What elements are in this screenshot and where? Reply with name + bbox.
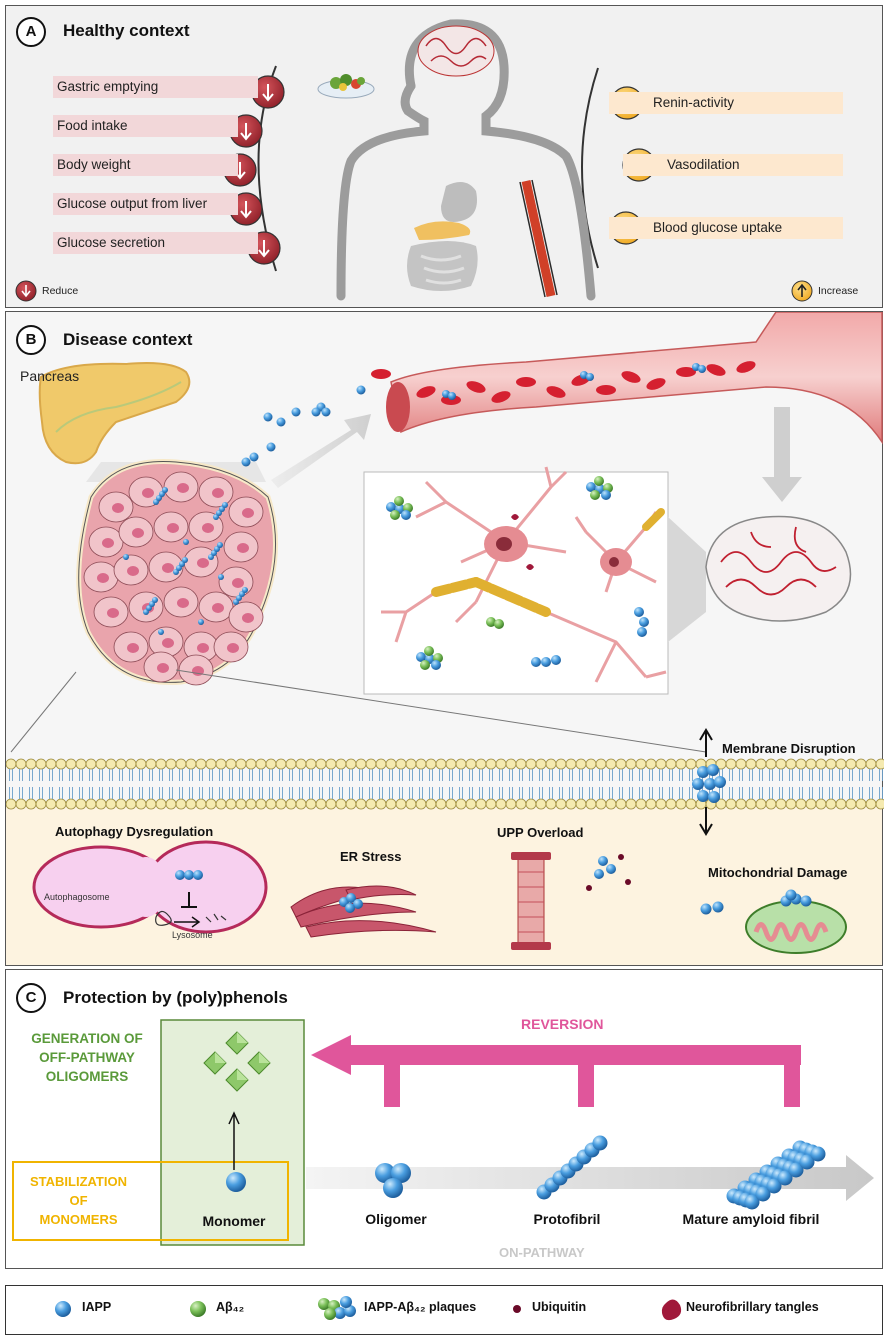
disease-illustration — [6, 312, 884, 965]
legend-icons — [55, 1296, 682, 1321]
effect-body-weight: Body weight — [53, 154, 238, 176]
effect-gastric-emptying: Gastric emptying — [53, 76, 258, 98]
iapp-icon — [55, 1301, 71, 1317]
legend-iapp-label: IAPP — [82, 1300, 112, 1314]
effect-glucose-output-liver: Glucose output from liver — [53, 193, 238, 215]
reduce-arrow-icon — [229, 114, 263, 148]
autophagosome-label: Autophagosome — [44, 892, 110, 902]
off-pathway-line-1: GENERATION OF — [31, 1031, 143, 1046]
protection-illustration — [12, 1019, 874, 1246]
stabilization-line-1: STABILIZATION — [29, 1174, 127, 1189]
off-pathway-oligomer-icons — [203, 1031, 271, 1092]
legend-reduce-label: Reduce — [42, 285, 79, 297]
stabilization-line-2: OF — [69, 1193, 88, 1208]
stabilization-box — [12, 1161, 289, 1241]
mitochondrion-illustration — [745, 900, 847, 954]
panel-letter-c: C — [16, 983, 46, 1013]
upp-overload-label: UPP Overload — [497, 825, 584, 840]
legend-plaques-label: IAPP-Aβ₄₂ plaques — [364, 1300, 477, 1314]
stage-monomer-label: Monomer — [202, 1213, 266, 1229]
figure-legend: IAPP Aβ₄₂ IAPP-Aβ₄₂ plaques Ubiquitin Ne… — [5, 1285, 883, 1335]
on-pathway-label: ON-PATHWAY — [499, 1245, 585, 1260]
pancreas-label: Pancreas — [20, 368, 80, 384]
pancreas-icon — [38, 362, 191, 465]
panel-title-healthy: Healthy context — [63, 21, 190, 40]
on-pathway-arrow — [306, 1155, 874, 1201]
er-stress-illustration — [290, 885, 437, 938]
pancreatic-islet-illustration — [76, 458, 278, 686]
plaque-icon — [318, 1296, 356, 1320]
stage-protofibril-label: Protofibril — [533, 1211, 601, 1227]
off-pathway-line-3: OLIGOMERS — [45, 1069, 129, 1084]
stage-oligomer-label: Oligomer — [365, 1211, 427, 1227]
panel-title-protection: Protection by (poly)phenols — [63, 988, 288, 1007]
stabilization-line-3: MONOMERS — [39, 1212, 118, 1227]
effect-vasodilation: Vasodilation — [623, 154, 843, 176]
membrane-disruption-label: Membrane Disruption — [722, 741, 856, 756]
off-pathway-label: GENERATION OF OFF-PATHWAY OLIGOMERS — [16, 1029, 158, 1086]
lysosome-label: Lysosome — [172, 930, 213, 940]
off-pathway-line-2: OFF-PATHWAY — [39, 1050, 135, 1065]
off-pathway-box — [160, 1019, 305, 1246]
food-plate-icon — [317, 74, 375, 99]
neurons-illustration — [381, 466, 667, 683]
tangle-icon — [661, 1299, 682, 1321]
pancreas-organ-icon — [414, 221, 471, 240]
er-stress-label: ER Stress — [340, 849, 402, 864]
ubiquitin-icon — [513, 1305, 521, 1313]
brain-disease-icon — [705, 515, 852, 622]
panel-protection: C Protection by (poly)phenols GENERATION… — [5, 969, 883, 1269]
autophagosome-illustration — [32, 840, 268, 934]
legend-increase-label: Increase — [818, 285, 859, 297]
autophagy-dysregulation-label: Autophagy Dysregulation — [55, 824, 214, 839]
reversion-label: REVERSION — [521, 1016, 604, 1032]
effect-food-intake: Food intake — [53, 115, 238, 137]
human-body-outline — [336, 19, 596, 301]
effect-renin-activity: Renin-activity — [609, 92, 843, 114]
effect-blood-glucose-uptake: Blood glucose uptake — [609, 217, 843, 239]
stage-mature-fibril-label: Mature amyloid fibril — [682, 1211, 820, 1227]
legend-tangles-label: Neurofibrillary tangles — [686, 1300, 819, 1314]
reduce-arrow-icon — [229, 192, 263, 226]
panel-letter-a: A — [16, 17, 46, 47]
panel-title-disease: Disease context — [63, 330, 193, 349]
panel-disease-context: B Disease context Pancreas Membrane Disr… — [5, 311, 884, 966]
effect-glucose-secretion: Glucose secretion — [53, 232, 258, 254]
legend-ubiquitin-label: Ubiquitin — [532, 1300, 587, 1314]
cell-membrane-illustration — [6, 758, 884, 810]
brain-icon — [417, 25, 495, 77]
proteasome-illustration — [511, 852, 551, 950]
blood-vessel-illustration — [371, 312, 883, 445]
abeta-icon — [190, 1301, 206, 1317]
legend-abeta-label: Aβ₄₂ — [216, 1300, 245, 1314]
blood-vessel-icon — [521, 180, 556, 297]
reversion-arrow — [311, 1035, 801, 1107]
panel-healthy-context: A Healthy context Gastric emptying Food … — [5, 5, 883, 308]
panel-letter-b: B — [16, 325, 46, 355]
stabilization-label: STABILIZATION OF MONOMERS — [16, 1172, 141, 1229]
mitochondrial-damage-label: Mitochondrial Damage — [708, 865, 848, 880]
